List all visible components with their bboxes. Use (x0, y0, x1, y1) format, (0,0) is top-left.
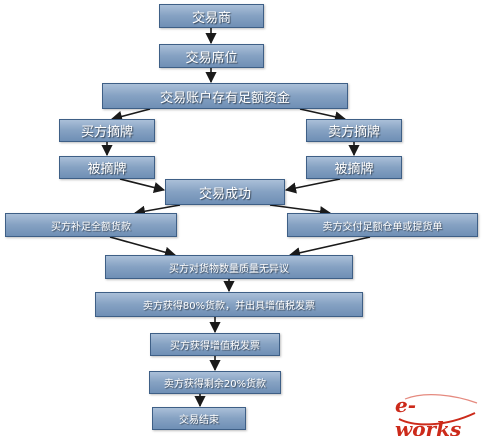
node-buyer-delist: 买方摘牌 (59, 119, 155, 142)
arrow-success-to-seller-deliver (269, 204, 332, 218)
node-seller-delisted: 被摘牌 (306, 156, 402, 179)
arrow-success-to-buyer-pay (133, 204, 181, 217)
node-trader: 交易商 (159, 4, 264, 28)
eworks-logo: e-works (395, 393, 481, 436)
node-trade-success: 交易成功 (165, 179, 285, 205)
arrow-sell-pick-to-success (284, 178, 341, 194)
arrow-seller-deliver-to-no-dispute (288, 236, 371, 259)
node-account-funds: 交易账户存有足额资金 (102, 83, 348, 109)
arrow-buyer-pay-to-no-dispute (109, 236, 177, 258)
node-seller-20-percent: 卖方获得剩余20%货款 (149, 371, 281, 394)
node-seller-80-percent: 卖方获得80%货款，并出具增值税发票 (95, 292, 363, 317)
node-buyer-delisted: 被摘牌 (59, 156, 155, 179)
logo-swoosh-icon (398, 394, 478, 426)
node-seller-deliver-receipt: 卖方交付足额仓单或提货单 (287, 213, 478, 237)
node-buyer-full-payment: 买方补足全额货款 (5, 213, 177, 237)
node-seller-delist: 卖方摘牌 (306, 119, 402, 142)
node-buyer-invoice: 买方获得增值税发票 (150, 333, 280, 356)
arrow-account-to-buy-list (110, 108, 151, 122)
node-trading-seat: 交易席位 (159, 44, 264, 68)
arrow-account-to-sell-list (299, 108, 347, 123)
node-trade-end: 交易结束 (152, 407, 246, 430)
node-buyer-no-dispute: 买方对货物数量质量无异议 (105, 255, 353, 279)
arrow-buy-pick-to-success (119, 178, 166, 193)
logo-text: e-works (395, 393, 462, 436)
